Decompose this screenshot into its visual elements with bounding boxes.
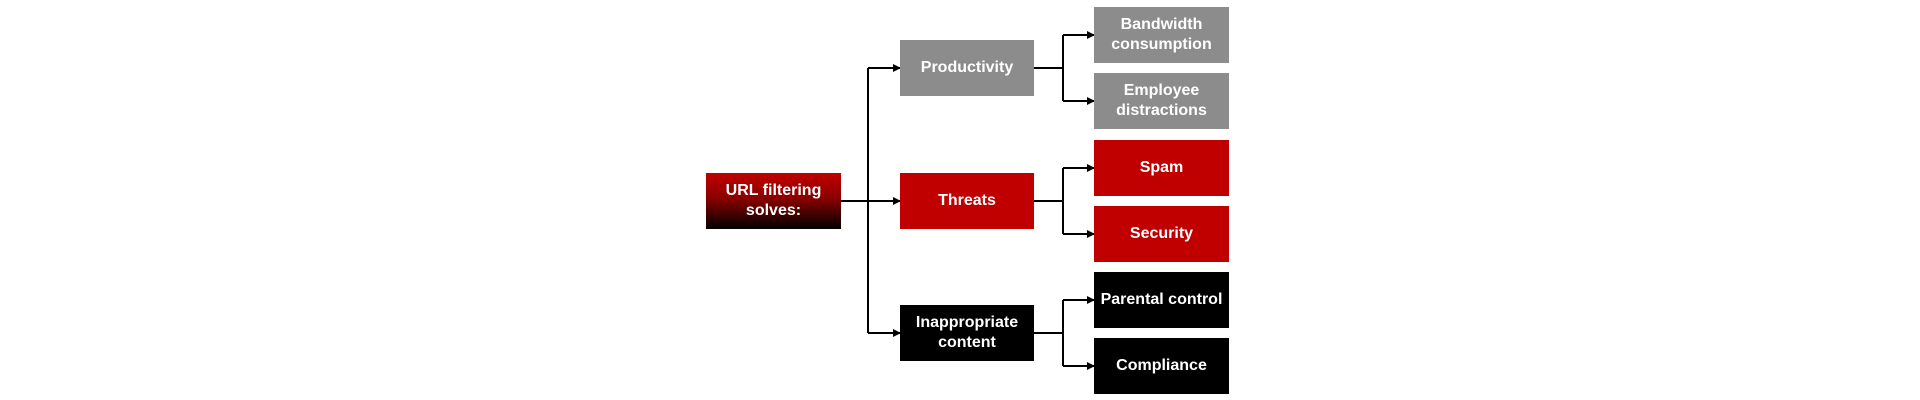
leaf-bandwidth-consumption: Bandwidth consumption [1094,7,1229,63]
leaf-parental-control-label: Parental control [1100,291,1223,308]
category-productivity: Productivity [900,40,1034,96]
category-threats: Threats [900,173,1034,229]
category-inappropriate-content-label: Inappropriate content [915,314,1019,351]
threats-connector [1034,164,1095,238]
leaf-compliance-label: Compliance [1116,357,1207,374]
leaf-spam: Spam [1094,140,1229,196]
leaf-parental-control: Parental control [1094,272,1229,328]
category-threats-label: Threats [938,192,996,209]
root-connector [836,64,901,337]
inappropriate-content-connector [1034,296,1095,370]
productivity-connector [1034,31,1095,105]
root-node: URL filtering solves: [706,173,841,229]
leaf-security: Security [1094,206,1229,262]
leaf-bandwidth-consumption-label: Bandwidth consumption [1111,16,1212,53]
leaf-employee-distractions: Employee distractions [1094,73,1229,129]
root-label: URL filtering solves: [725,182,822,219]
leaf-employee-distractions-label: Employee distractions [1116,82,1207,119]
leaf-spam-label: Spam [1139,159,1184,176]
leaf-compliance: Compliance [1094,338,1229,394]
leaf-security-label: Security [1129,225,1194,242]
category-productivity-label: Productivity [920,59,1014,76]
category-inappropriate-content: Inappropriate content [900,305,1034,361]
